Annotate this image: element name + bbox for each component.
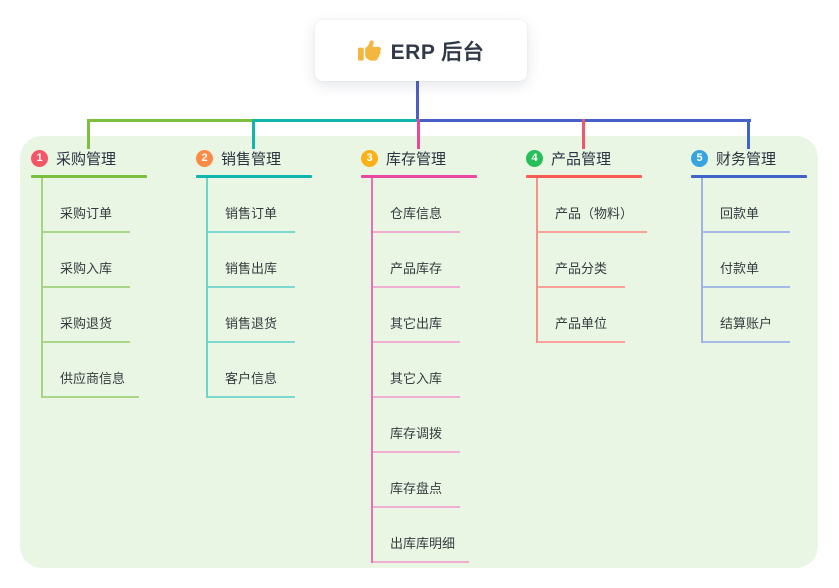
branch-number-badge: 5: [691, 149, 708, 167]
child-node[interactable]: 采购入库: [43, 233, 130, 288]
branch-children: 产品（物料）产品分类产品单位: [536, 178, 648, 343]
branch-children: 回款单付款单结算账户: [701, 178, 790, 343]
branch-node[interactable]: 1 采购管理: [31, 146, 147, 170]
child-node[interactable]: 仓库信息: [373, 178, 460, 233]
branch-column-3: 3 库存管理仓库信息产品库存其它出库其它入库库存调拨库存盘点出库库明细: [361, 146, 477, 563]
trunk-line: [416, 81, 419, 122]
branch-label: 销售管理: [221, 150, 282, 168]
branch-underline: [361, 175, 477, 178]
mindmap-panel: [20, 136, 818, 568]
child-node[interactable]: 其它出库: [373, 288, 460, 343]
branch-node[interactable]: 3 库存管理: [361, 146, 477, 170]
branch-number-badge: 3: [361, 149, 378, 167]
branch-children: 采购订单采购入库采购退货供应商信息: [41, 178, 140, 398]
child-node[interactable]: 其它入库: [373, 343, 460, 398]
top-connector-segment-left: [88, 119, 253, 122]
child-node[interactable]: 产品分类: [538, 233, 625, 288]
branch-column-5: 5 财务管理回款单付款单结算账户: [691, 146, 807, 343]
child-node[interactable]: 回款单: [703, 178, 790, 233]
branch-underline: [196, 175, 312, 178]
root-title: ERP 后台: [390, 40, 485, 64]
thumbs-up-icon: [357, 40, 381, 61]
branch-node[interactable]: 4 产品管理: [526, 146, 647, 170]
branch-underline: [526, 175, 642, 178]
branch-node[interactable]: 5 财务管理: [691, 146, 807, 170]
branch-underline: [31, 175, 147, 178]
branch-children: 销售订单销售出库销售退货客户信息: [206, 178, 295, 398]
child-node[interactable]: 出库库明细: [373, 508, 470, 563]
branch-underline: [691, 175, 807, 178]
branch-drop-line: [747, 119, 750, 149]
child-node[interactable]: 采购退货: [43, 288, 130, 343]
child-node[interactable]: 库存调拨: [373, 398, 460, 453]
branch-drop-line: [252, 119, 255, 149]
branch-label: 产品管理: [551, 150, 612, 168]
branch-column-4: 4 产品管理产品（物料）产品分类产品单位: [526, 146, 648, 343]
branch-column-2: 2 销售管理销售订单销售出库销售退货客户信息: [196, 146, 312, 398]
branch-drop-line: [417, 119, 420, 149]
branch-number-badge: 2: [196, 149, 213, 167]
child-node[interactable]: 销售出库: [208, 233, 295, 288]
child-node[interactable]: 产品库存: [373, 233, 460, 288]
child-node[interactable]: 付款单: [703, 233, 790, 288]
child-node[interactable]: 采购订单: [43, 178, 130, 233]
branch-column-1: 1 采购管理采购订单采购入库采购退货供应商信息: [31, 146, 147, 398]
branch-label: 库存管理: [386, 150, 447, 168]
branch-drop-line: [87, 119, 90, 149]
child-node[interactable]: 产品单位: [538, 288, 625, 343]
branch-label: 财务管理: [716, 150, 777, 168]
root-node-erp[interactable]: ERP 后台: [315, 20, 527, 81]
child-node[interactable]: 客户信息: [208, 343, 295, 398]
branch-number-badge: 4: [526, 149, 543, 167]
branch-drop-line: [582, 119, 585, 149]
child-node[interactable]: 库存盘点: [373, 453, 460, 508]
child-node[interactable]: 销售退货: [208, 288, 295, 343]
branch-number-badge: 1: [31, 149, 48, 167]
child-node[interactable]: 产品（物料）: [538, 178, 648, 233]
branch-node[interactable]: 2 销售管理: [196, 146, 312, 170]
child-node[interactable]: 结算账户: [703, 288, 790, 343]
branch-children: 仓库信息产品库存其它出库其它入库库存调拨库存盘点出库库明细: [371, 178, 470, 563]
top-connector-segment-middle: [253, 119, 418, 122]
branch-label: 采购管理: [56, 150, 117, 168]
child-node[interactable]: 供应商信息: [43, 343, 140, 398]
child-node[interactable]: 销售订单: [208, 178, 295, 233]
